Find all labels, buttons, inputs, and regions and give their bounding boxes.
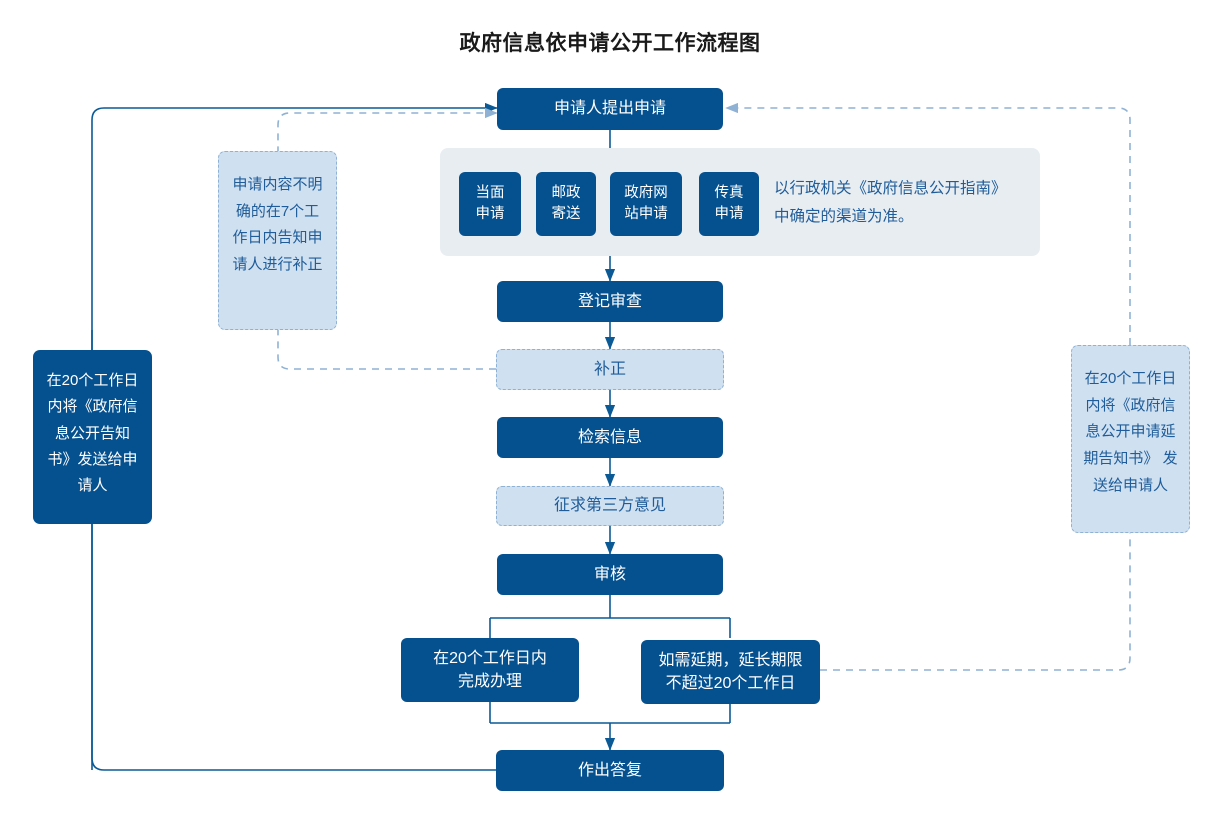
- channel-box-postal-label: 邮政 寄送: [551, 184, 581, 222]
- node-register-review-label: 登记审查: [577, 292, 642, 310]
- channel-note: 以行政机关《政府信息公开指南》 中确定的渠道为准。: [774, 180, 1007, 225]
- channel-box-in-person-label: 当面 申请: [475, 184, 505, 222]
- node-supplement-label: 补正: [593, 360, 626, 378]
- node-search-information[interactable]: 检索信息: [497, 417, 723, 458]
- node-review-label: 审核: [593, 565, 626, 583]
- node-extension-20-days-label: 如需延期，延长期限 不超过20个工作日: [658, 651, 803, 692]
- node-search-information-label: 检索信息: [577, 428, 642, 446]
- node-third-party-opinion-label: 征求第三方意见: [553, 497, 666, 515]
- node-extension-20-days[interactable]: 如需延期，延长期限 不超过20个工作日: [641, 640, 820, 704]
- channel-box-postal[interactable]: 邮政 寄送: [536, 172, 596, 236]
- node-review[interactable]: 审核: [497, 554, 723, 595]
- annotation-supplement-notice: 申请内容不明确的在7个工作日内告知申请人进行补正: [218, 151, 337, 330]
- annotation-disclosure-notice: 在20个工作日内将《政府信息公开告知书》发送给申请人: [33, 350, 152, 524]
- channel-box-website-label: 政府网 站申请: [624, 184, 668, 222]
- node-issue-reply[interactable]: 作出答复: [496, 750, 724, 791]
- node-complete-within-20-days-label: 在20个工作日内 完成办理: [433, 649, 547, 690]
- channel-box-fax[interactable]: 传真 申请: [699, 172, 759, 236]
- annotation-extension-notice: 在20个工作日内将《政府信息公开申请延期告知书》 发送给申请人: [1071, 345, 1190, 533]
- node-register-review[interactable]: 登记审查: [497, 281, 723, 322]
- node-third-party-opinion[interactable]: 征求第三方意见: [496, 486, 724, 526]
- node-supplement[interactable]: 补正: [496, 349, 724, 390]
- channel-box-fax-label: 传真 申请: [714, 184, 744, 222]
- node-apply-label: 申请人提出申请: [553, 100, 666, 118]
- channel-box-in-person[interactable]: 当面 申请: [459, 172, 521, 236]
- node-apply[interactable]: 申请人提出申请: [497, 88, 723, 130]
- node-complete-within-20-days[interactable]: 在20个工作日内 完成办理: [401, 638, 579, 702]
- node-issue-reply-label: 作出答复: [577, 761, 642, 779]
- channel-box-website[interactable]: 政府网 站申请: [610, 172, 682, 236]
- page-title: 政府信息依申请公开工作流程图: [459, 32, 761, 55]
